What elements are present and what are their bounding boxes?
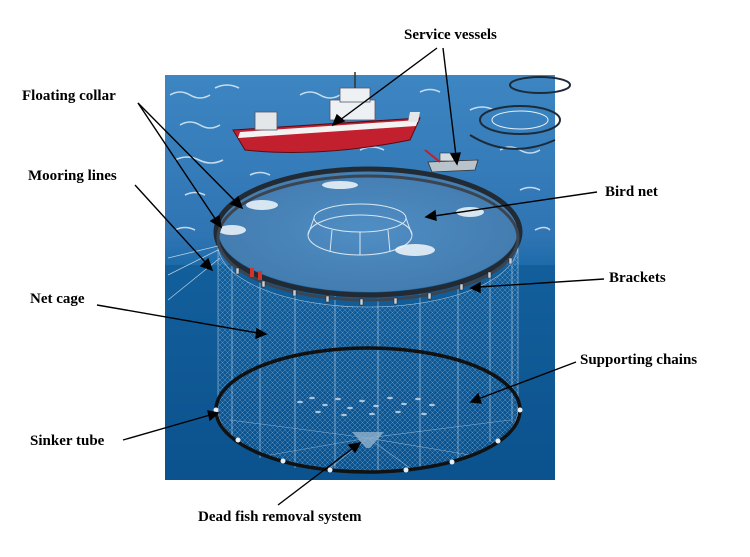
label-sinker-tube: Sinker tube — [30, 433, 105, 449]
label-brackets: Brackets — [609, 270, 666, 286]
label-dead-fish-removal-system: Dead fish removal system — [198, 509, 362, 525]
label-service-vessels: Service vessels — [404, 27, 497, 43]
label-supporting-chains: Supporting chains — [580, 352, 698, 368]
label-net-cage: Net cage — [30, 291, 85, 307]
label-mooring-lines: Mooring lines — [28, 168, 117, 184]
label-bird-net: Bird net — [605, 184, 658, 200]
distant-cages — [469, 76, 571, 150]
service-vessel-large — [232, 72, 421, 153]
leader-lines — [96, 47, 605, 506]
mooring-lines-drawn — [167, 245, 221, 301]
label-floating-collar: Floating collar — [22, 88, 116, 104]
main-cage — [213, 166, 523, 474]
service-vessel-small — [424, 149, 479, 173]
